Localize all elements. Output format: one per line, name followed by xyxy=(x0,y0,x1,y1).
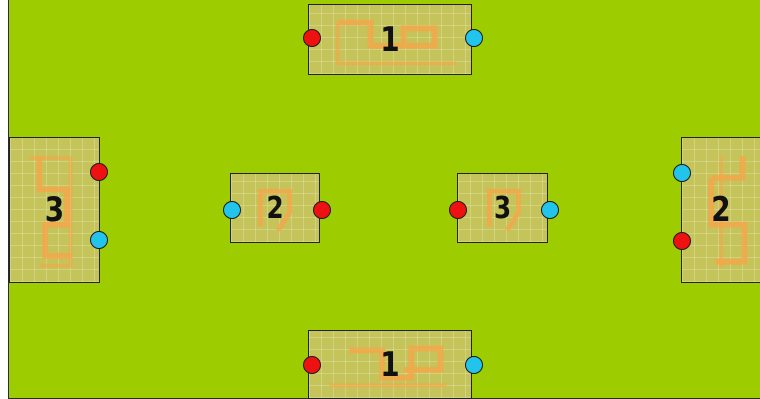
red-marker[interactable] xyxy=(303,356,321,374)
trail-top xyxy=(309,5,471,74)
game-field: 1 3 2 3 2 xyxy=(8,0,760,399)
zone-center-left[interactable]: 2 xyxy=(230,173,320,243)
blue-marker[interactable] xyxy=(90,231,108,249)
red-marker[interactable] xyxy=(449,201,467,219)
zone-right[interactable]: 2 xyxy=(681,137,760,283)
trail-center-left xyxy=(231,174,319,242)
trail-center-right xyxy=(458,174,547,242)
zone-center-right[interactable]: 3 xyxy=(457,173,548,243)
blue-marker[interactable] xyxy=(465,356,483,374)
red-marker[interactable] xyxy=(673,232,691,250)
blue-marker[interactable] xyxy=(223,201,241,219)
zone-bottom[interactable]: 1 xyxy=(308,330,472,399)
trail-left xyxy=(10,138,99,282)
blue-marker[interactable] xyxy=(465,29,483,47)
trail-bottom xyxy=(309,331,471,398)
blue-marker[interactable] xyxy=(673,164,691,182)
red-marker[interactable] xyxy=(303,29,321,47)
blue-marker[interactable] xyxy=(541,201,559,219)
trail-right xyxy=(682,138,760,282)
red-marker[interactable] xyxy=(313,201,331,219)
zone-left[interactable]: 3 xyxy=(9,137,100,283)
red-marker[interactable] xyxy=(90,163,108,181)
zone-top[interactable]: 1 xyxy=(308,4,472,75)
